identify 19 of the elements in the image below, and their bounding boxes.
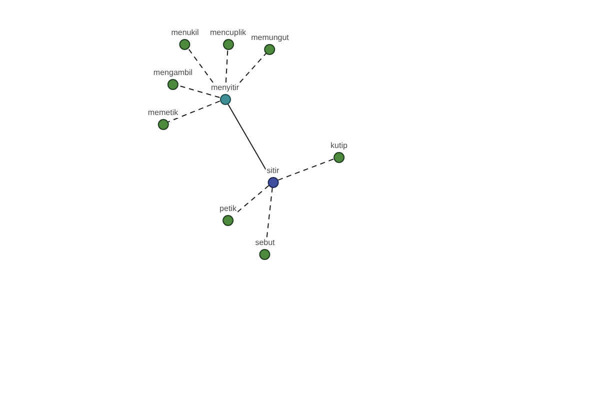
node-label: sebut xyxy=(254,238,276,248)
node-label: memetik xyxy=(146,108,180,118)
node-label: petik xyxy=(218,204,238,214)
dashed-line xyxy=(239,52,267,83)
dashed-line xyxy=(278,158,334,181)
dashed-line xyxy=(225,49,228,83)
node-label: memungut xyxy=(250,32,290,42)
dashed-line xyxy=(168,100,220,122)
connector-line xyxy=(227,103,266,170)
node-label: sitir xyxy=(266,166,280,176)
dashed-line xyxy=(236,185,270,213)
dashed-line xyxy=(178,85,220,98)
node-label: mengambil xyxy=(152,68,194,78)
node-label: kutip xyxy=(330,140,348,150)
node-label: mencuplik xyxy=(209,28,247,38)
node-label: menyitir xyxy=(210,82,240,92)
dashed-line xyxy=(266,186,273,238)
node-label: menukil xyxy=(170,28,200,38)
dashed-line xyxy=(188,48,214,83)
